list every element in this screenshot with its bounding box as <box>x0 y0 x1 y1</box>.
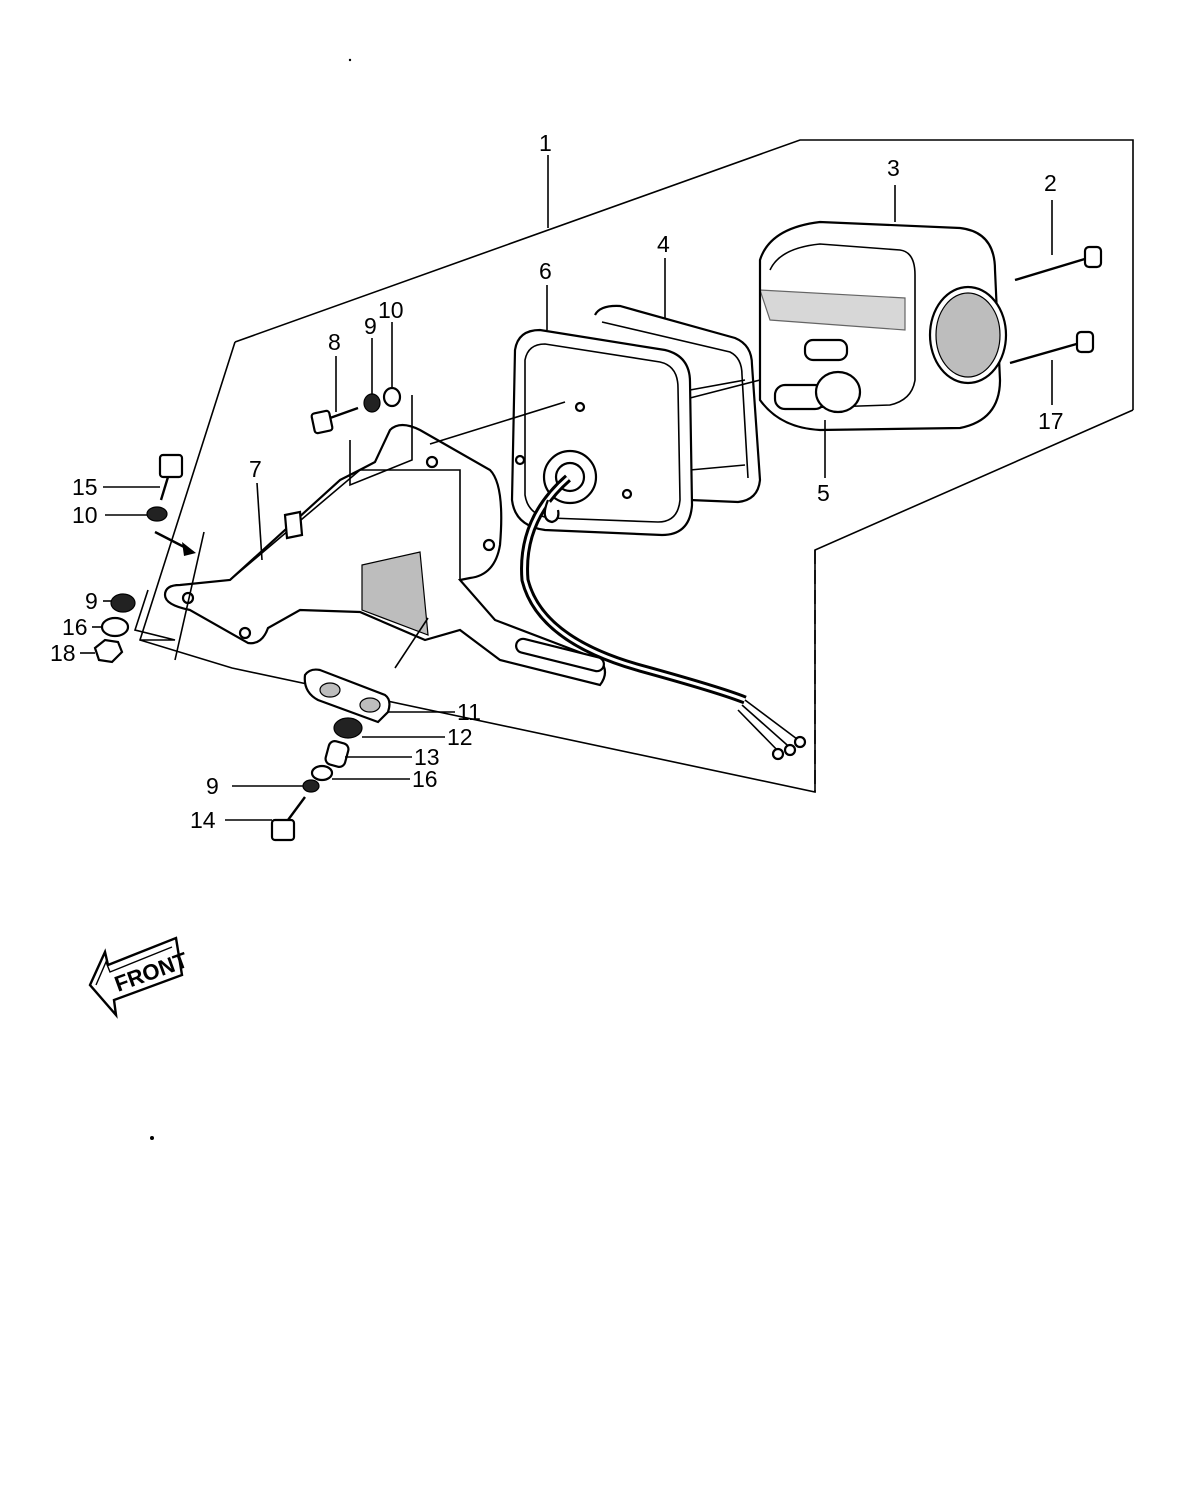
leader-lines <box>80 155 1053 821</box>
license-lamp-parts <box>302 668 391 793</box>
fasteners <box>93 245 1103 842</box>
callout-11: 11 <box>457 699 481 725</box>
assembly-outline <box>138 139 1134 793</box>
callout-10-top: 10 <box>378 297 404 323</box>
callout-15: 15 <box>72 474 98 500</box>
callout-17: 17 <box>1038 408 1064 434</box>
callout-9-bottom: 9 <box>206 773 219 799</box>
callout-18: 18 <box>50 640 76 666</box>
callout-9-top: 9 <box>364 313 377 339</box>
callout-labels: 1 2 3 4 5 6 7 8 9 10 15 10 9 16 18 11 12… <box>50 130 1064 833</box>
callout-5: 5 <box>817 480 830 506</box>
callout-14: 14 <box>190 807 216 833</box>
callout-3: 3 <box>887 155 900 181</box>
callout-9-left: 9 <box>85 588 98 614</box>
front-direction-arrow: FRONT <box>88 936 191 1019</box>
callout-6: 6 <box>539 258 552 284</box>
tail-lamp-housing <box>758 220 1008 432</box>
callout-4: 4 <box>657 231 670 257</box>
left-arrow-icon <box>88 936 184 1019</box>
callout-1: 1 <box>539 130 552 156</box>
mounting-bracket <box>163 423 607 687</box>
callout-13: 13 <box>414 744 440 770</box>
callout-8: 8 <box>328 329 341 355</box>
wiring-harness <box>520 474 807 761</box>
callout-10-left: 10 <box>72 502 98 528</box>
callout-12: 12 <box>447 724 473 750</box>
callout-16-left: 16 <box>62 614 88 640</box>
callout-2: 2 <box>1044 170 1057 196</box>
callout-16-bottom: 16 <box>412 766 438 792</box>
bulbs <box>773 338 862 414</box>
callout-7: 7 <box>249 456 262 482</box>
